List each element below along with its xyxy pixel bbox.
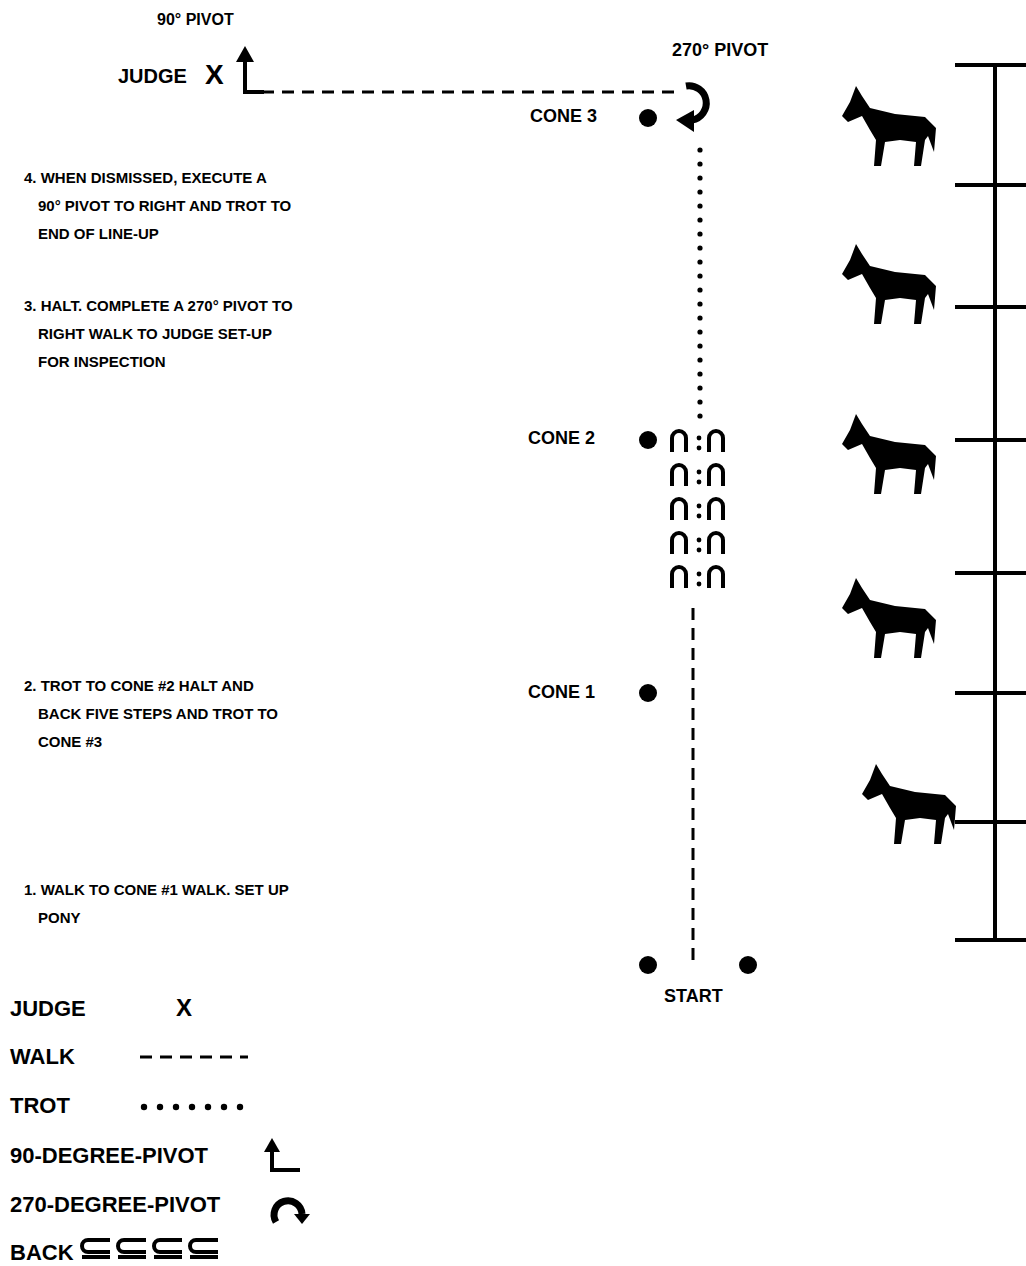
cone-label: CONE 2 xyxy=(528,428,595,450)
back-step-mark xyxy=(190,1240,218,1252)
back-step-mark xyxy=(709,567,723,588)
back-step-mark xyxy=(672,465,686,486)
back-step-mark xyxy=(672,431,686,452)
trot-dot xyxy=(697,315,702,320)
pivot-label: 90° PIVOT xyxy=(157,10,234,29)
cone-dot xyxy=(639,956,657,974)
trot-dot xyxy=(697,399,702,404)
back-step-mark xyxy=(709,431,723,452)
legend-text: WALK xyxy=(10,1044,75,1070)
legend-text: BACK xyxy=(10,1240,74,1266)
trot-dot xyxy=(697,446,702,451)
trot-dot xyxy=(697,413,702,418)
back-step-mark xyxy=(82,1255,110,1259)
cone-dot xyxy=(639,684,657,702)
trot-dot xyxy=(697,504,702,509)
trot-dot xyxy=(697,582,702,587)
trot-dot xyxy=(697,301,702,306)
trot-dot xyxy=(173,1104,179,1110)
judge-label: JUDGE xyxy=(118,64,187,88)
trot-sample xyxy=(141,1104,243,1110)
judge-mark: X xyxy=(205,58,224,92)
trot-dot xyxy=(697,385,702,390)
trot-dot xyxy=(697,147,702,152)
walk-sample xyxy=(140,1056,248,1059)
trot-dot xyxy=(697,436,702,441)
back-step-mark xyxy=(190,1255,218,1259)
step-note: 2. TROT TO CONE #2 HALT AND BACK FIVE ST… xyxy=(24,672,293,756)
trot-dot xyxy=(697,161,702,166)
pivot-label: 270° PIVOT xyxy=(672,40,768,62)
line-up-rail xyxy=(955,65,1026,940)
trot-dot xyxy=(697,480,702,485)
trot-dot xyxy=(697,231,702,236)
walk-path xyxy=(692,605,695,960)
horse-silhouette xyxy=(842,578,936,658)
step-note: 1. WALK TO CONE #1 WALK. SET UP PONY xyxy=(24,876,293,932)
back-step-mark xyxy=(154,1240,182,1252)
trot-dot xyxy=(697,175,702,180)
trot-dot xyxy=(697,273,702,278)
start-label: START xyxy=(664,986,723,1008)
horse-silhouette xyxy=(842,86,936,166)
pivot-90-sample xyxy=(264,1138,300,1170)
back-step-mark xyxy=(709,499,723,520)
trot-dot xyxy=(697,343,702,348)
trot-dot xyxy=(697,538,702,543)
trot-dot xyxy=(697,245,702,250)
trot-dot xyxy=(697,548,702,553)
cone-label: CONE 1 xyxy=(528,682,595,704)
trot-dot xyxy=(697,259,702,264)
horse-silhouettes xyxy=(842,86,956,844)
trot-dot xyxy=(205,1104,211,1110)
back-step-mark xyxy=(709,465,723,486)
trot-dot xyxy=(697,470,702,475)
legend-text: 270-DEGREE-PIVOT xyxy=(10,1192,220,1218)
step-note: 4. WHEN DISMISSED, EXECUTE A 90° PIVOT T… xyxy=(24,164,293,248)
step-note: 3. HALT. COMPLETE A 270° PIVOT TO RIGHT … xyxy=(24,292,293,376)
trot-dot xyxy=(697,371,702,376)
judge-mark: X xyxy=(176,994,192,1023)
trot-dot xyxy=(697,189,702,194)
legend-text: TROT xyxy=(10,1093,70,1119)
walk-path xyxy=(262,91,680,94)
horse-silhouette xyxy=(862,764,956,844)
pivot-270 xyxy=(676,86,706,132)
back-step-mark xyxy=(672,567,686,588)
back-marks xyxy=(672,431,723,588)
trot-dot xyxy=(237,1104,243,1110)
trot-dot xyxy=(697,357,702,362)
pivot-90 xyxy=(236,46,264,92)
back-step-mark xyxy=(154,1255,182,1259)
pivot-270-sample xyxy=(274,1201,310,1224)
cones xyxy=(639,109,757,974)
back-sample xyxy=(82,1240,218,1257)
trot-dot xyxy=(221,1104,227,1110)
back-step-mark xyxy=(118,1255,146,1259)
trot-dot xyxy=(697,217,702,222)
trot-dot xyxy=(157,1104,163,1110)
back-step-mark xyxy=(82,1240,110,1252)
legend-text: 90-DEGREE-PIVOT xyxy=(10,1143,208,1169)
horse-silhouette xyxy=(842,414,936,494)
back-step-mark xyxy=(672,499,686,520)
trot-path xyxy=(697,147,702,418)
cone-dot xyxy=(739,956,757,974)
trot-dot xyxy=(697,329,702,334)
cone-label: CONE 3 xyxy=(530,106,597,128)
trot-dot xyxy=(141,1104,147,1110)
back-step-mark xyxy=(118,1240,146,1252)
trot-dot xyxy=(189,1104,195,1110)
trot-dot xyxy=(697,572,702,577)
trot-dot xyxy=(697,203,702,208)
cone-dot xyxy=(639,109,657,127)
horse-silhouette xyxy=(842,244,936,324)
back-step-mark xyxy=(709,533,723,554)
cone-dot xyxy=(639,431,657,449)
back-step-mark xyxy=(672,533,686,554)
trot-dot xyxy=(697,287,702,292)
legend-text: JUDGE xyxy=(10,996,86,1022)
trot-dot xyxy=(697,514,702,519)
